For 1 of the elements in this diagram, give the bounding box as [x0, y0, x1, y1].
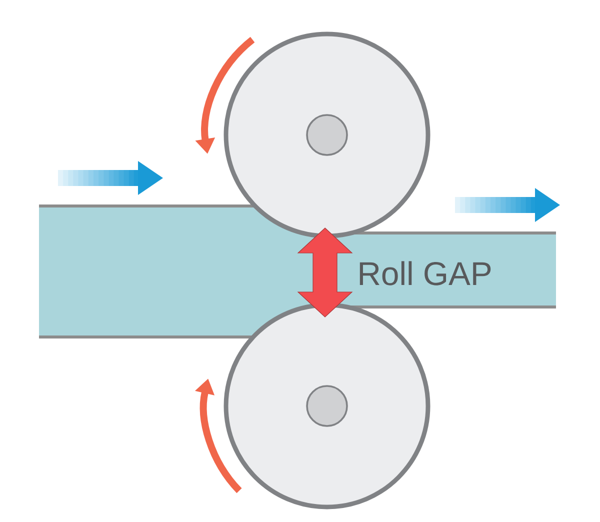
gap-label: Roll GAP: [360, 261, 491, 286]
